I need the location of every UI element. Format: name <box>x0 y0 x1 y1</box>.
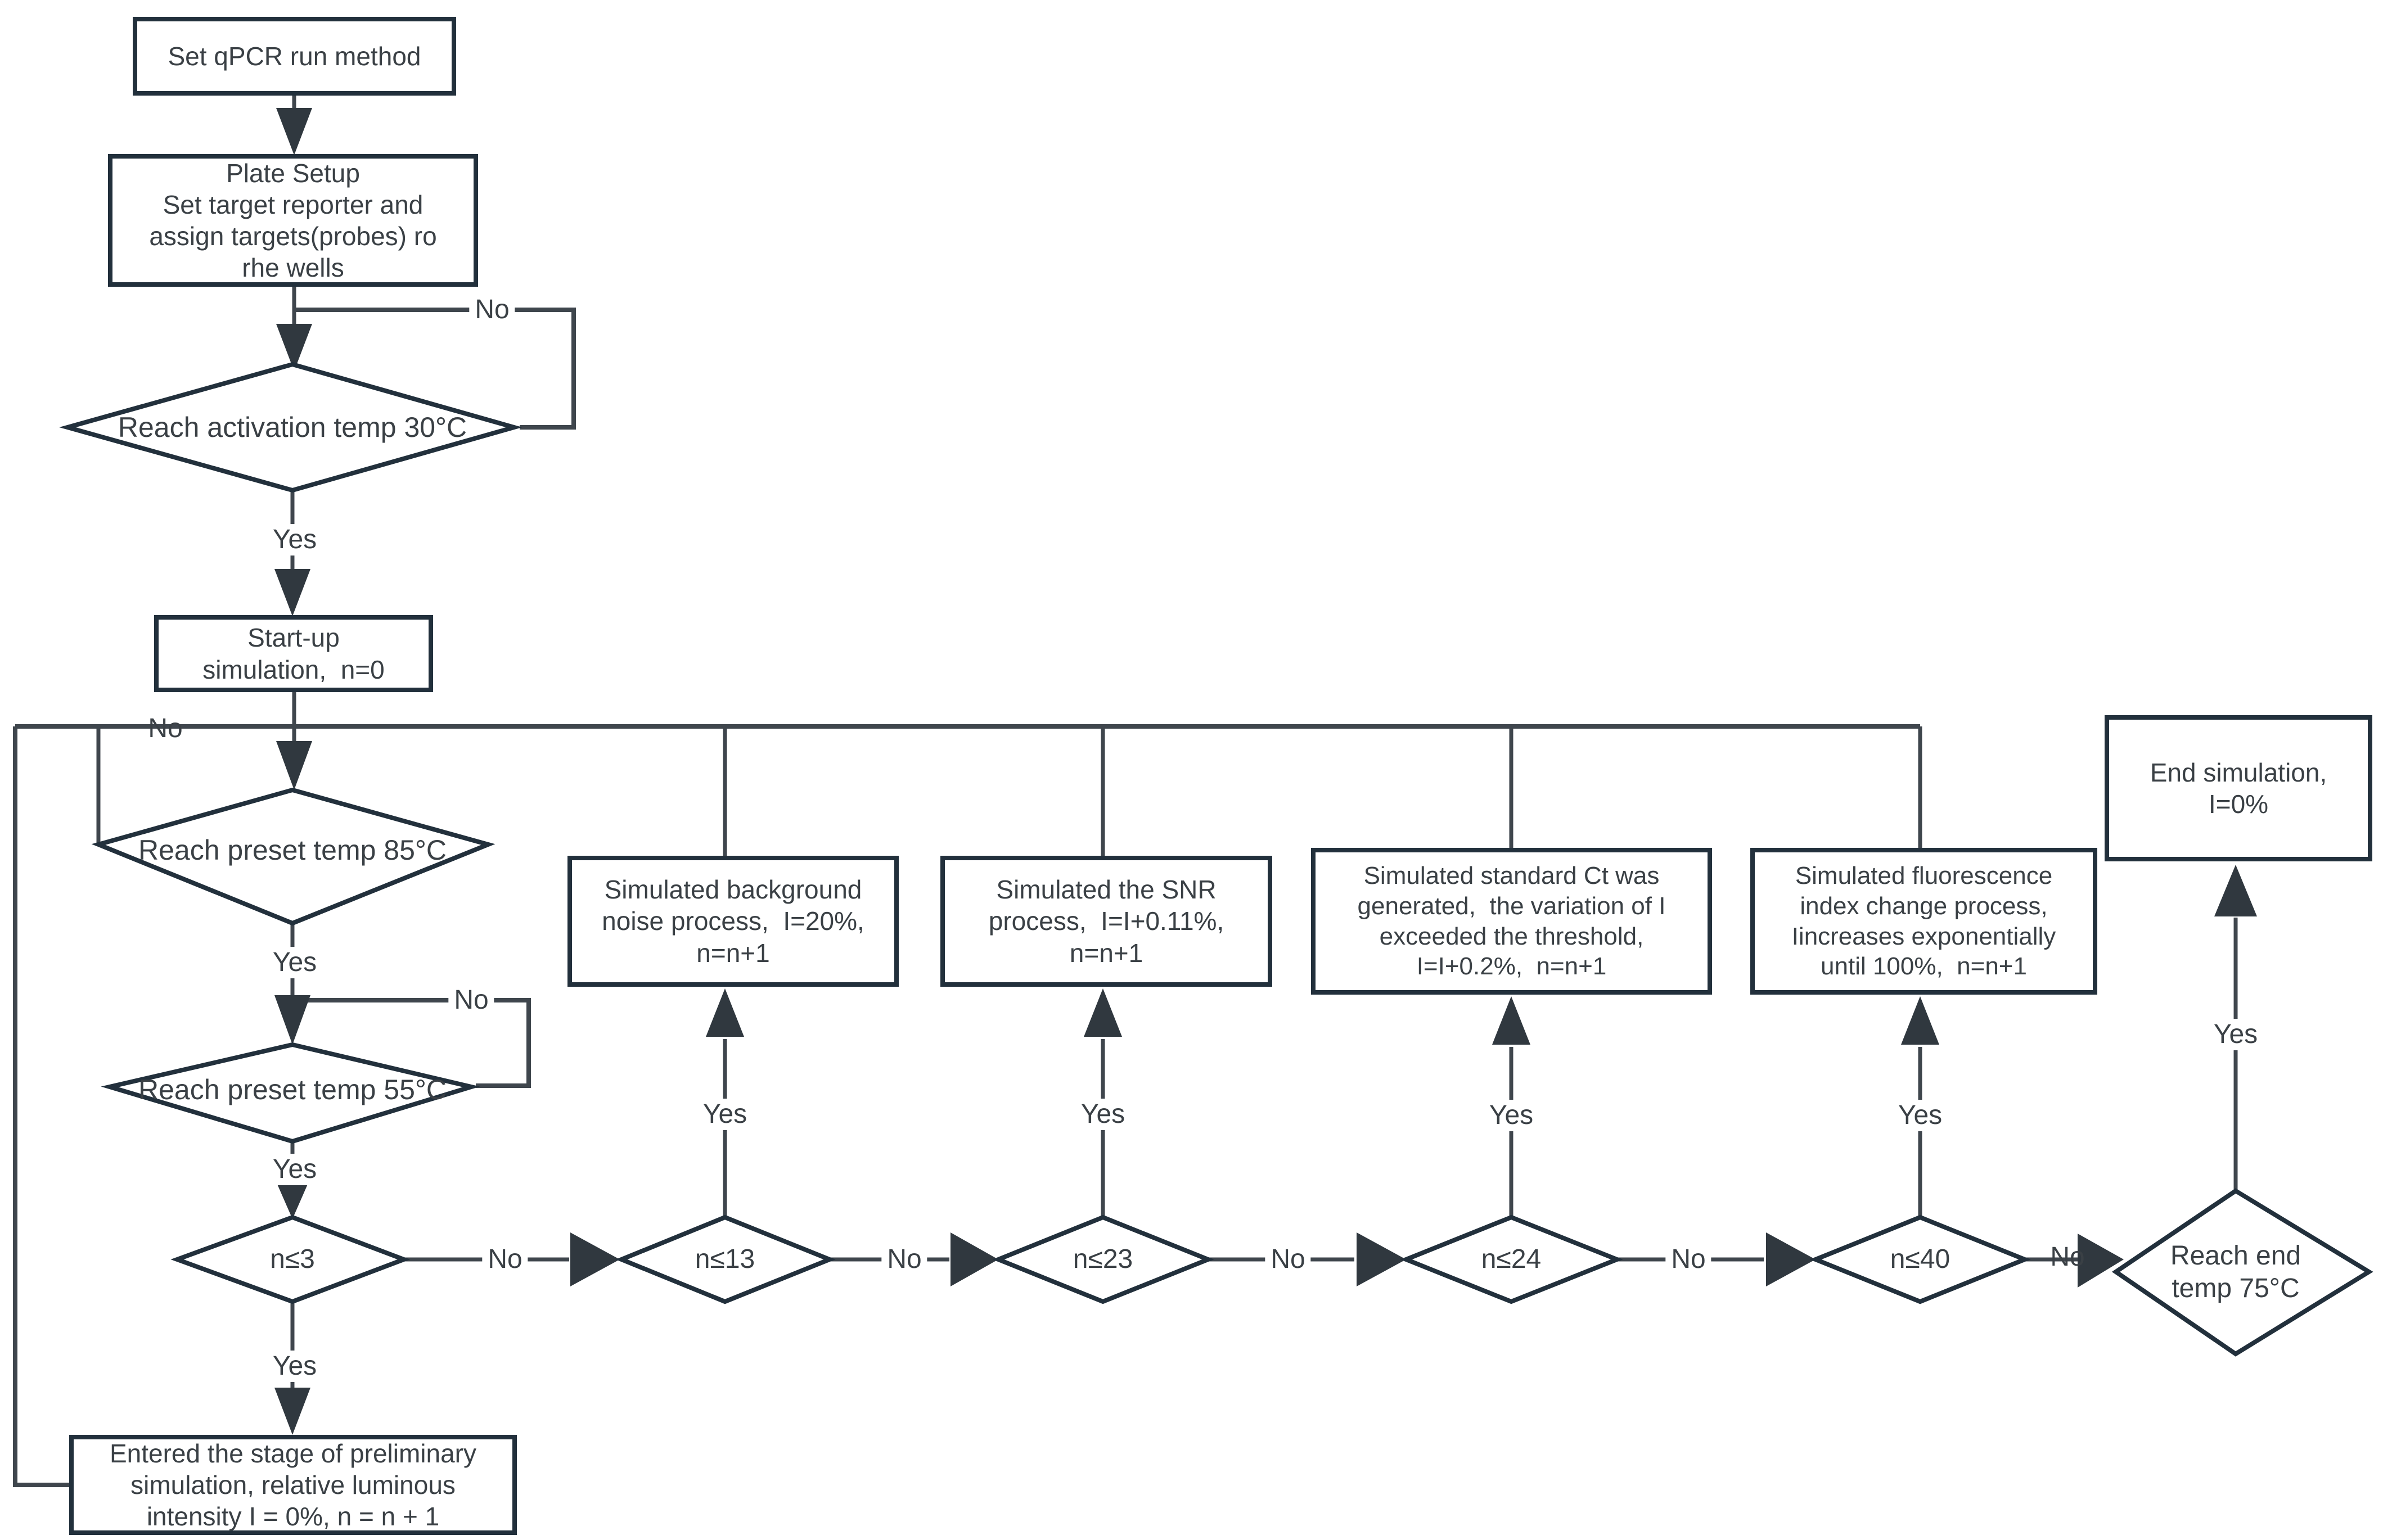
label-no-55: No <box>448 984 494 1016</box>
label-no-n24: No <box>1665 1244 1711 1275</box>
process-sim-fluorescence: Simulated fluorescence index change proc… <box>1750 848 2097 995</box>
decision-reach-preset-55-shape <box>101 1042 480 1144</box>
arrow-into-end <box>2214 865 2257 916</box>
process-entered-preliminary: Entered the stage of preliminary simulat… <box>69 1435 517 1535</box>
label-no-return-bus: No <box>148 713 183 743</box>
label-yes-n40: Yes <box>1892 1100 1948 1131</box>
label-yes-n3: Yes <box>267 1351 323 1382</box>
label-yes-75: Yes <box>2208 1019 2264 1050</box>
label-no-activation: No <box>469 294 515 326</box>
decision-reach-end-75-shape <box>2111 1188 2373 1357</box>
arrow-into-sim3 <box>1492 996 1530 1045</box>
process-sim-snr: Simulated the SNR process, I=I+0.11%, n=… <box>940 856 1272 987</box>
label-no-n23: No <box>1265 1244 1311 1275</box>
arrow-into-n24 <box>1357 1232 1406 1286</box>
decision-n-le-3-shape <box>170 1214 411 1304</box>
label-yes-n13: Yes <box>697 1099 753 1130</box>
arrow-into-startup <box>274 569 310 616</box>
arrow-into-75 <box>2078 1234 2124 1288</box>
process-plate-setup: Plate Setup Set target reporter and assi… <box>108 154 478 287</box>
arrow-into-entered <box>274 1388 310 1435</box>
arrow-into-sim2 <box>1084 988 1122 1037</box>
arrow-into-n3 <box>277 1183 308 1219</box>
arrow-into-platesetup <box>276 108 312 155</box>
decision-reach-activation-30-shape <box>59 362 522 493</box>
label-no-n13: No <box>881 1244 927 1275</box>
arrow-into-sim4 <box>1901 996 1939 1045</box>
process-sim-standard-ct: Simulated standard Ct was generated, the… <box>1311 848 1712 995</box>
label-yes-55: Yes <box>267 1154 323 1185</box>
loop-55-no <box>294 998 531 1088</box>
arrow-into-n13 <box>570 1232 620 1286</box>
decision-reach-preset-85-shape <box>91 787 495 926</box>
arrow-into-sim1 <box>706 988 744 1037</box>
return-bus-left-drop <box>13 726 69 1487</box>
label-yes-85: Yes <box>267 947 323 978</box>
label-yes-activation: Yes <box>267 524 323 556</box>
decision-n-le-40-shape <box>1809 1214 2031 1304</box>
decision-n-le-24-shape <box>1400 1214 1623 1304</box>
label-no-n40: No <box>2050 1242 2085 1272</box>
arrow-into-activation <box>276 324 312 371</box>
decision-n-le-23-shape <box>992 1214 1214 1304</box>
arrow-into-85 <box>276 741 312 790</box>
label-no-n3: No <box>482 1244 528 1275</box>
decision-n-le-13-shape <box>615 1214 836 1304</box>
arrow-into-55 <box>274 995 310 1045</box>
process-startup: Start-up simulation, n=0 <box>154 615 433 692</box>
arrow-into-n23 <box>951 1232 998 1286</box>
arrow-into-n40 <box>1766 1232 1816 1286</box>
process-end-simulation: End simulation, I=0% <box>2105 715 2372 861</box>
process-set-qpcr-method: Set qPCR run method <box>133 17 456 96</box>
process-sim-background-noise: Simulated background noise process, I=20… <box>567 856 899 987</box>
label-yes-n24: Yes <box>1483 1100 1539 1131</box>
label-yes-n23: Yes <box>1075 1099 1131 1130</box>
loop-activation-no <box>294 308 576 430</box>
